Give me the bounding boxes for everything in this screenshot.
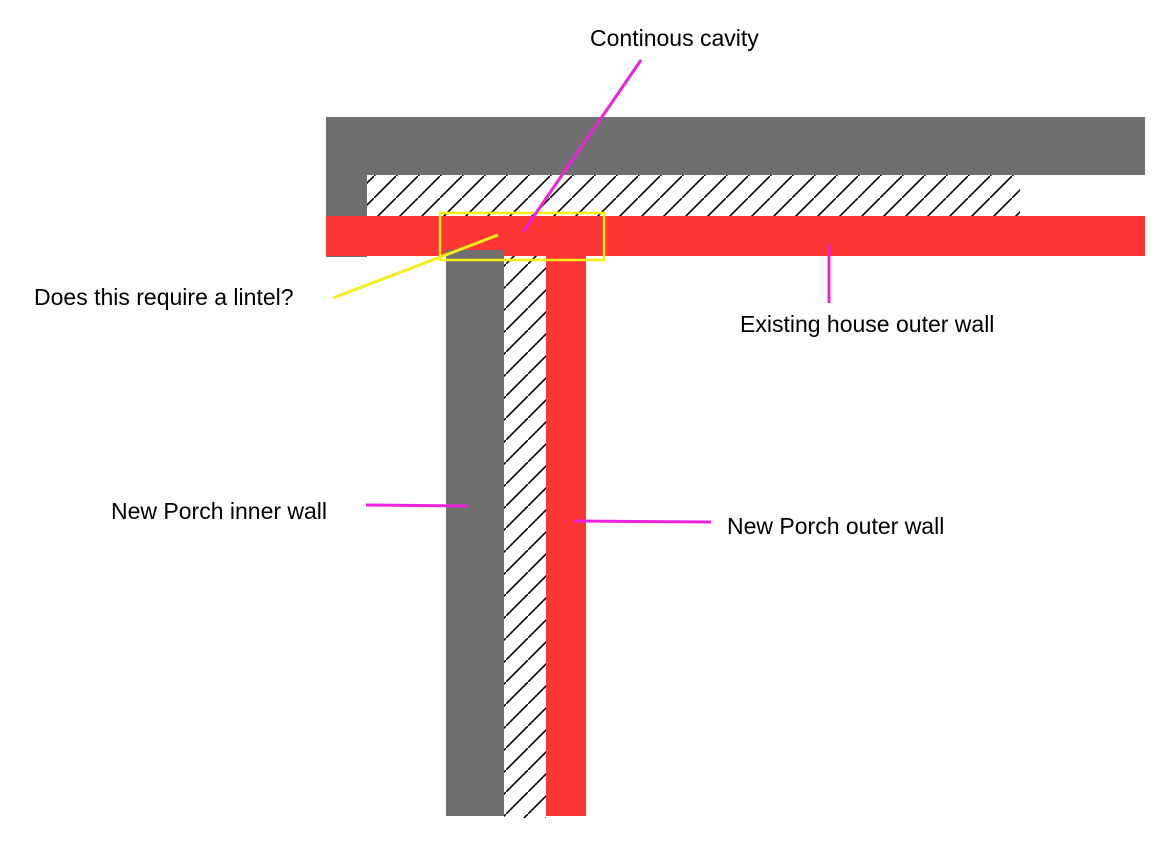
porch-outer-wall-label: New Porch outer wall — [727, 513, 944, 539]
porch-outer-leader-line — [573, 519, 712, 524]
porch-cavity-hatch — [504, 216, 546, 818]
junction-highlight-box — [438, 211, 606, 262]
porch-inner-wall — [446, 250, 504, 816]
porch-outer-wall — [546, 250, 586, 816]
porch-inner-leader-line — [365, 503, 468, 508]
porch-inner-wall-label: New Porch inner wall — [111, 498, 327, 524]
cavity-leader-line — [521, 59, 643, 233]
continuous-cavity-label: Continous cavity — [590, 25, 759, 51]
existing-inner-wall-top — [326, 117, 1145, 175]
lintel-leader-line — [332, 233, 499, 300]
existing-outer-wall-label: Existing house outer wall — [740, 311, 994, 337]
lintel-question-label: Does this require a lintel? — [34, 284, 294, 310]
existing-cavity-hatch — [367, 175, 1020, 216]
